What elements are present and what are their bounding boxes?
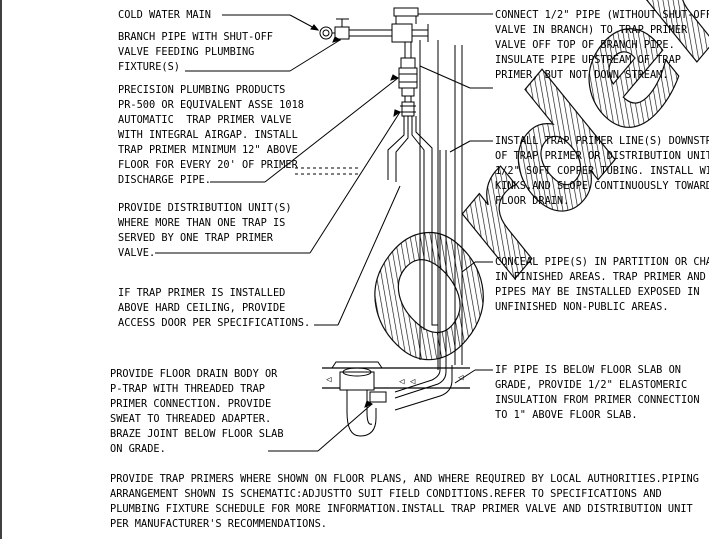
svg-text:◁: ◁ [326, 375, 332, 385]
note-line: FLOOR DRAIN. [495, 195, 570, 207]
note-conceal-pipe: CONCEAL PIPE(S) IN PARTITION OR CHASE IN … [495, 255, 709, 315]
note-line: P-TRAP WITH THREADED TRAP [110, 383, 265, 395]
note-line: INSULATE PIPE UPSTREAM OF TRAP [495, 54, 681, 66]
note-line: PROVIDE DISTRIBUTION UNIT(S) [118, 202, 292, 214]
note-distribution-units: PROVIDE DISTRIBUTION UNIT(S) WHERE MORE T… [118, 201, 292, 261]
note-line: TO 1" ABOVE FLOOR SLAB. [495, 409, 638, 421]
note-line: TRAP PRIMER MINIMUM 12" ABOVE [118, 144, 298, 156]
note-line: BRANCH PIPE WITH SHUT-OFF [118, 31, 273, 43]
note-line: PLUMBING FIXTURE SCHEDULE FOR MORE INFOR… [110, 503, 693, 515]
note-line: VALVE IN BRANCH) TO TRAP PRIMER [495, 24, 688, 36]
note-line: PROVIDE FLOOR DRAIN BODY OR [110, 368, 278, 380]
note-line: 1/2" SOFT COPPER TUBING. INSTALL WITHOUT [495, 165, 709, 177]
note-line: ACCESS DOOR PER SPECIFICATIONS. [118, 317, 311, 329]
note-line: CONNECT 1/2" PIPE (WITHOUT SHUT-OFF [495, 9, 709, 21]
note-line: VALVE. [118, 247, 156, 259]
pipe-assembly: ◁ ◁ ◁ ◁ [295, 7, 470, 437]
note-line: COLD WATER MAIN [118, 9, 211, 21]
svg-text:◁: ◁ [458, 373, 464, 383]
note-line: WITH INTEGRAL AIRGAP. INSTALL [118, 129, 298, 141]
note-connect-pipe: CONNECT 1/2" PIPE (WITHOUT SHUT-OFF VALVE… [495, 8, 709, 83]
note-primer-line: INSTALL TRAP PRIMER LINE(S) DOWNSTREAM OF… [495, 134, 709, 209]
note-line: PIPES MAY BE INSTALLED EXPOSED IN [495, 286, 700, 298]
note-line: VALVE OFF TOP OF BRANCH PIPE. [495, 39, 675, 51]
note-line: OF TRAP PRIMER OR DISTRIBUTION UNIT WITH [495, 150, 709, 162]
note-line: AUTOMATIC TRAP PRIMER VALVE [118, 114, 292, 126]
note-line: GRADE, PROVIDE 1/2" ELASTOMERIC [495, 379, 688, 391]
note-line: IF PIPE IS BELOW FLOOR SLAB ON [495, 364, 681, 376]
note-trap-primer-valve: PRECISION PLUMBING PRODUCTS PR-500 OR EQU… [118, 83, 304, 188]
leader-lines [155, 13, 493, 452]
note-line: KINKS,AND SLOPE CONTINUOUSLY TOWARD [495, 180, 709, 192]
note-line: FIXTURE(S) [118, 61, 180, 73]
note-line: PR-500 OR EQUIVALENT ASSE 1018 [118, 99, 304, 111]
note-line: CONCEAL PIPE(S) IN PARTITION OR CHASE [495, 256, 709, 268]
note-line: INSTALL TRAP PRIMER LINE(S) DOWNSTREAM [495, 135, 709, 147]
note-line: FLOOR FOR EVERY 20' OF PRIMER [118, 159, 298, 171]
note-line: PROVIDE TRAP PRIMERS WHERE SHOWN ON FLOO… [110, 473, 699, 485]
note-line: BRAZE JOINT BELOW FLOOR SLAB [110, 428, 284, 440]
note-line: SWEAT TO THREADED ADAPTER. [110, 413, 272, 425]
note-line: PRECISION PLUMBING PRODUCTS [118, 84, 286, 96]
note-line: VALVE FEEDING PLUMBING [118, 46, 255, 58]
note-hard-ceiling: IF TRAP PRIMER IS INSTALLED ABOVE HARD CE… [118, 286, 310, 331]
note-floor-drain: PROVIDE FLOOR DRAIN BODY OR P-TRAP WITH T… [110, 367, 284, 457]
note-line: WHERE MORE THAN ONE TRAP IS [118, 217, 286, 229]
note-line: INSULATION FROM PRIMER CONNECTION [495, 394, 700, 406]
note-line: PER MANUFACTURER'S RECOMMENDATIONS. [110, 518, 327, 530]
note-line: ABOVE HARD CEILING, PROVIDE [118, 302, 286, 314]
note-line: ARRANGEMENT SHOWN IS SCHEMATIC:ADJUSTTO … [110, 488, 662, 500]
note-line: PRIMER CONNECTION. PROVIDE [110, 398, 272, 410]
note-branch-pipe: BRANCH PIPE WITH SHUT-OFF VALVE FEEDING P… [118, 30, 273, 75]
svg-text:◁ ◁: ◁ ◁ [399, 377, 416, 387]
note-cold-water-main: COLD WATER MAIN [118, 8, 211, 23]
note-line: ON GRADE. [110, 443, 166, 455]
note-below-floor-slab: IF PIPE IS BELOW FLOOR SLAB ON GRADE, PRO… [495, 363, 700, 423]
note-line: IF TRAP PRIMER IS INSTALLED [118, 287, 286, 299]
note-line: SERVED BY ONE TRAP PRIMER [118, 232, 273, 244]
note-line: PRIMER, BUT NOT DOWN STREAM. [495, 69, 669, 81]
note-line: DISCHARGE PIPE. [118, 174, 211, 186]
note-line: UNFINISHED NON-PUBLIC AREAS. [495, 301, 669, 313]
note-line: IN FINISHED AREAS. TRAP PRIMER AND [495, 271, 706, 283]
note-general: PROVIDE TRAP PRIMERS WHERE SHOWN ON FLOO… [110, 472, 699, 532]
